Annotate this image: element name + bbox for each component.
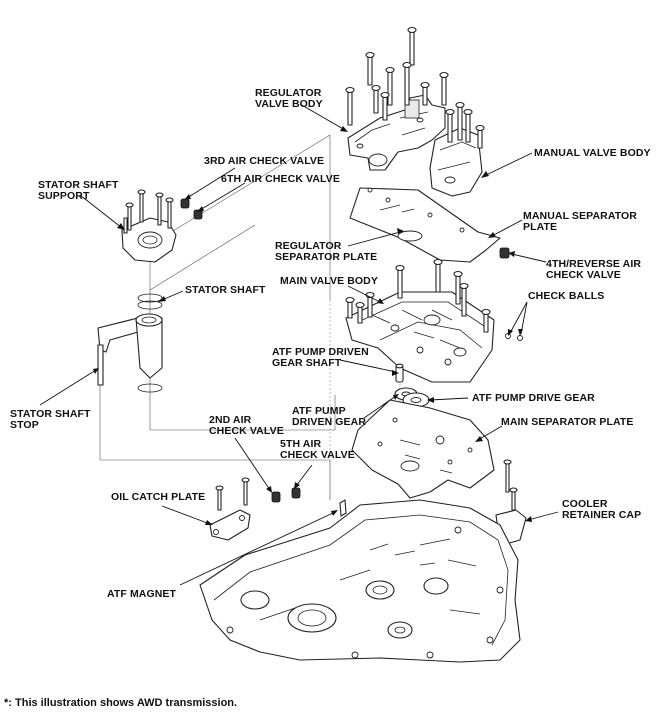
regulator-separator-plate [349, 187, 501, 263]
label-3rd-air-check-valve: 3RD AIR CHECK VALVE [204, 155, 325, 167]
stator-shaft [97, 293, 163, 393]
label-manual-valve-body: MANUAL VALVE BODY [534, 147, 651, 159]
label-cooler-retainer-cap: COOLER RETAINER CAP [562, 498, 642, 521]
transmission-case [199, 499, 521, 663]
label-2nd-air-check-valve: 2ND AIR CHECK VALVE [209, 414, 284, 437]
regulator-valve-body [347, 94, 446, 171]
footnote: *: This illustration shows AWD transmiss… [4, 697, 238, 709]
label-main-valve-body: MAIN VALVE BODY [280, 275, 378, 287]
label-6th-air-check-valve: 6TH AIR CHECK VALVE [221, 173, 340, 185]
oil-catch-plate [209, 477, 251, 541]
label-5th-air-check-valve: 5TH AIR CHECK VALVE [280, 438, 355, 461]
main-valve-body [345, 258, 495, 383]
label-atf-pump-driven-gear-shaft: ATF PUMP DRIVEN GEAR SHAFT [272, 346, 369, 369]
label-manual-separator-plate: MANUAL SEPARATOR PLATE [523, 210, 637, 233]
label-4th-reverse-air-check-valve: 4TH/REVERSE AIR CHECK VALVE [546, 258, 642, 281]
stator-shaft-support [121, 189, 177, 263]
label-main-separator-plate: MAIN SEPARATOR PLATE [501, 416, 634, 428]
label-atf-pump-driven-gear: ATF PUMP DRIVEN GEAR [292, 405, 367, 428]
stator-shaft-stop [97, 344, 104, 386]
label-regulator-valve-body: REGULATOR VALVE BODY [255, 87, 323, 110]
label-atf-magnet: ATF MAGNET [107, 588, 177, 600]
label-stator-shaft: STATOR SHAFT [185, 284, 266, 296]
atf-magnet [339, 499, 347, 517]
label-regulator-separator-plate: REGULATOR SEPARATOR PLATE [275, 240, 378, 263]
regulator-bolts [345, 26, 449, 126]
label-atf-pump-drive-gear: ATF PUMP DRIVE GEAR [472, 392, 595, 404]
label-oil-catch-plate: OIL CATCH PLATE [111, 491, 206, 503]
label-stator-shaft-support: STATOR SHAFT SUPPORT [38, 179, 119, 202]
label-stator-shaft-stop: STATOR SHAFT STOP [10, 408, 91, 431]
check-valve-icon [180, 198, 510, 503]
manual-valve-body [429, 101, 485, 197]
leader-lines [39, 103, 559, 586]
label-check-balls: CHECK BALLS [528, 290, 605, 302]
main-separator-plate [351, 399, 495, 499]
